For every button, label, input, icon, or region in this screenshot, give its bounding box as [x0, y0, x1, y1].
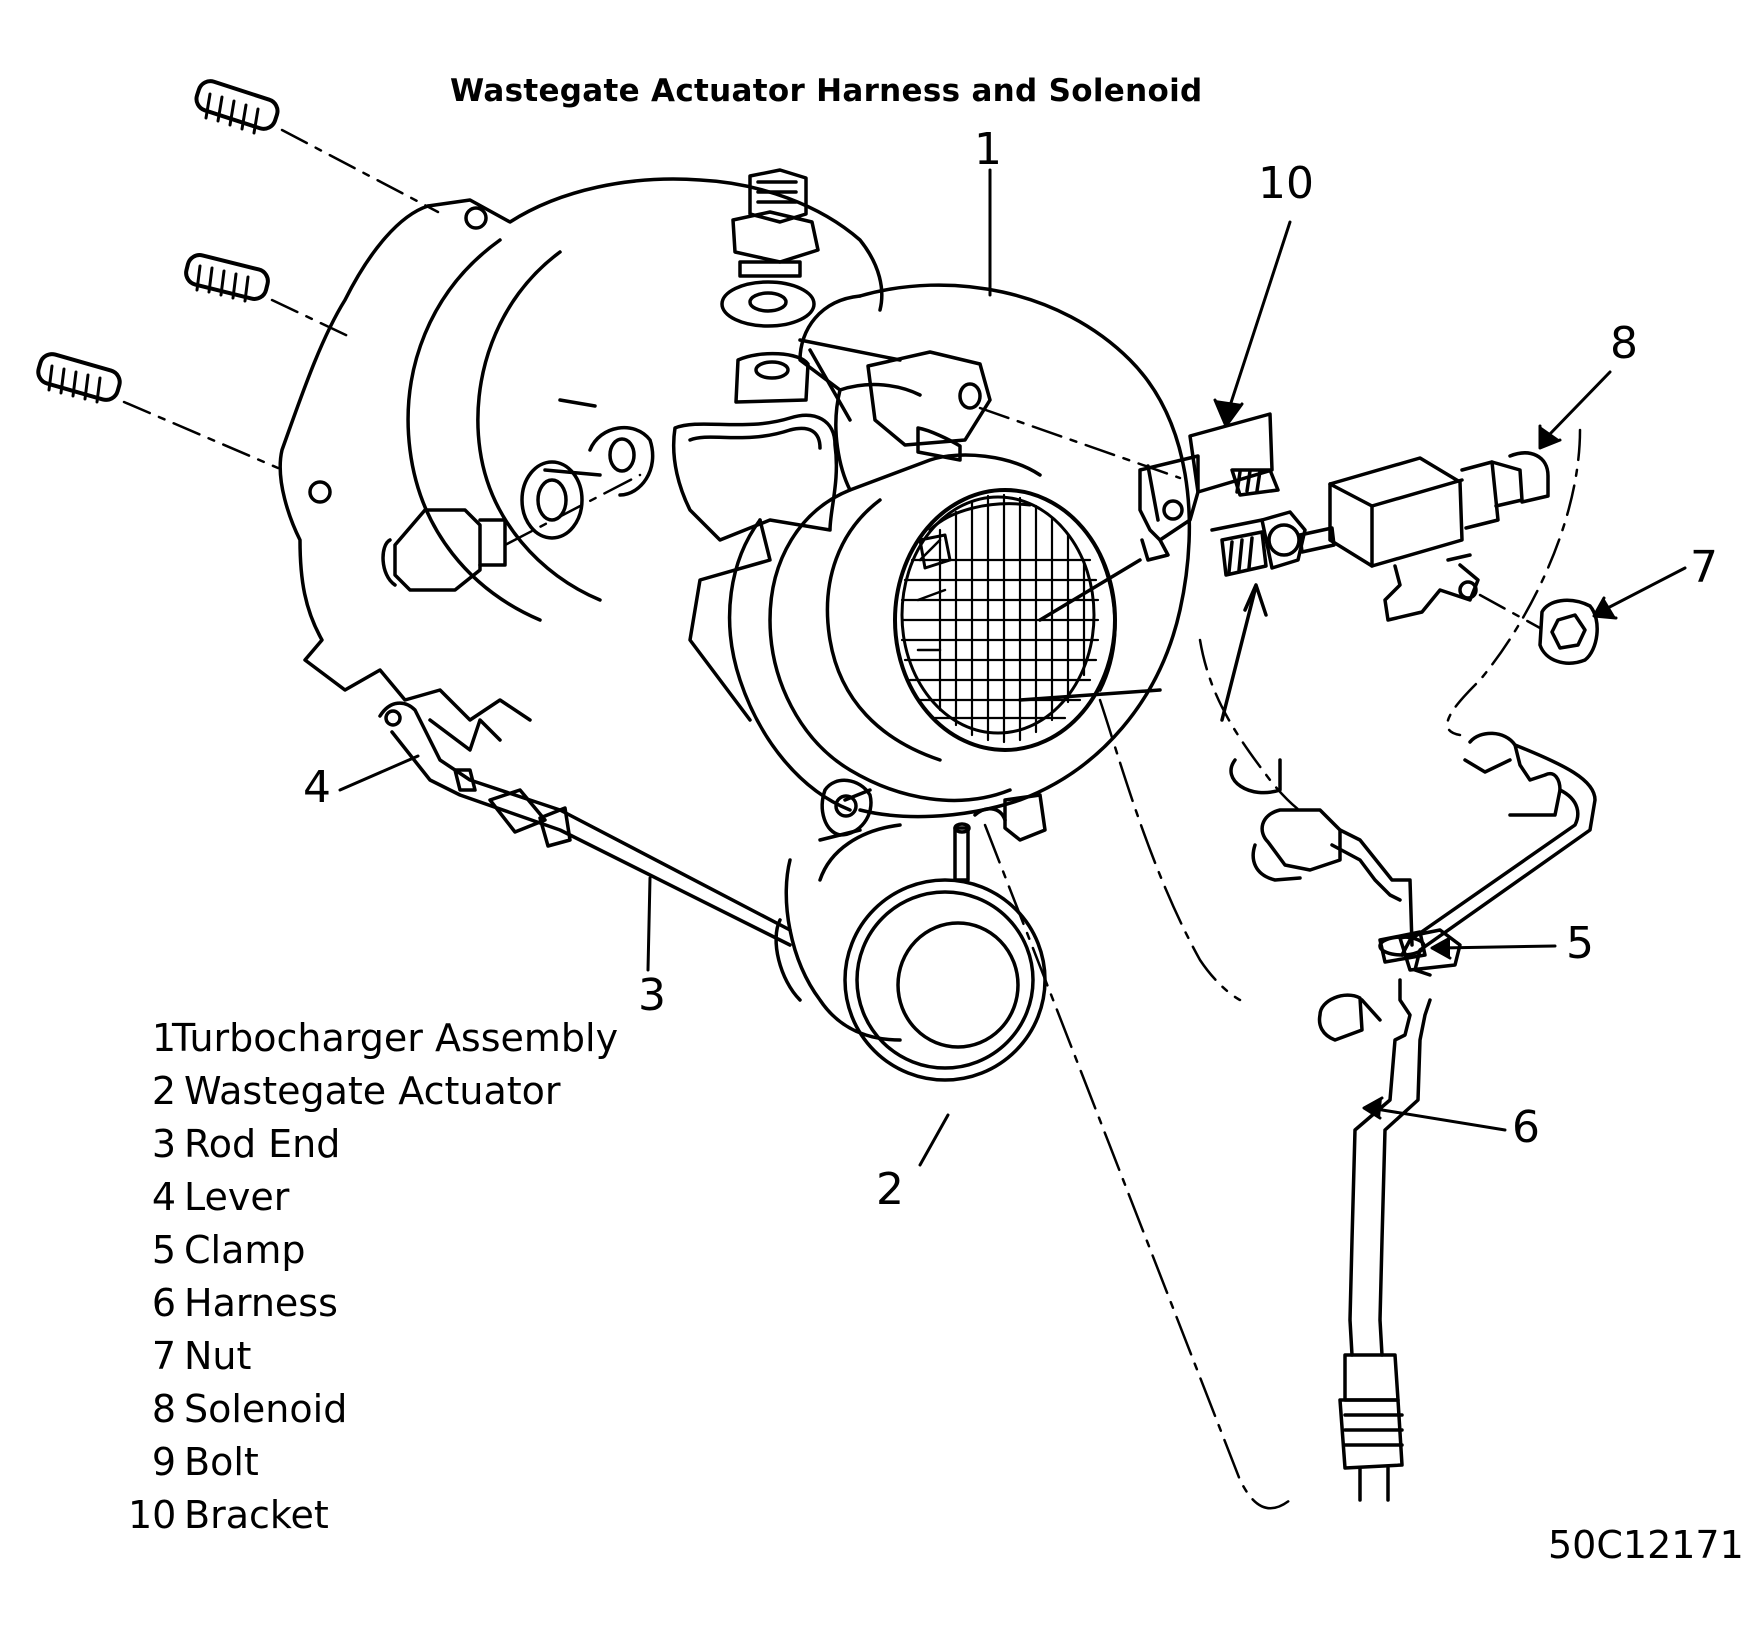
legend-number: 2 — [151, 1069, 176, 1113]
clamp — [1380, 932, 1425, 962]
oil-outlet-fitting — [383, 428, 653, 590]
leader-10 — [1226, 222, 1290, 418]
center-line-inlet — [1100, 700, 1240, 1000]
inlet-screen — [895, 490, 1115, 750]
legend-label: Solenoid — [184, 1387, 348, 1431]
housing-bolts — [822, 780, 1045, 840]
leader-2 — [920, 1115, 948, 1165]
center-housing-flange — [674, 415, 837, 720]
legend-number: 5 — [151, 1228, 176, 1272]
arrowhead-5 — [1432, 938, 1450, 958]
oil-fitting — [722, 170, 818, 402]
stud-bottom — [35, 351, 278, 468]
screen-mesh — [902, 495, 1098, 742]
figure-code: 50C12171 — [1548, 1523, 1744, 1567]
legend-label: Rod End — [184, 1122, 341, 1166]
callout-10: 10 — [1258, 158, 1314, 209]
leader-5 — [1440, 946, 1555, 948]
legend-number: 9 — [151, 1440, 176, 1484]
legend-number: 8 — [151, 1387, 176, 1431]
legend-number: 1 — [151, 1016, 176, 1060]
center-line-connector — [1200, 640, 1305, 815]
arrowhead-7 — [1594, 598, 1616, 618]
leader-lines — [340, 170, 1685, 1165]
mounting-studs — [35, 78, 438, 468]
leader-6 — [1370, 1108, 1505, 1130]
callout-6: 6 — [1512, 1102, 1540, 1153]
callout-7: 7 — [1690, 542, 1718, 593]
leader-8 — [1548, 372, 1610, 436]
center-line-solenoid — [1447, 430, 1580, 735]
housing-boss — [868, 352, 1180, 478]
callout-4: 4 — [303, 762, 331, 813]
bracket — [1140, 414, 1272, 560]
legend-label: Wastegate Actuator — [184, 1069, 561, 1113]
legend-label: Lever — [184, 1175, 290, 1219]
stud-top — [193, 78, 438, 212]
compressor-housing — [730, 285, 1190, 817]
arrowhead-6 — [1364, 1098, 1382, 1118]
callout-3: 3 — [638, 970, 666, 1021]
callout-2: 2 — [876, 1164, 904, 1215]
callout-8: 8 — [1610, 318, 1638, 369]
legend-label: Harness — [184, 1281, 338, 1325]
callout-5: 5 — [1566, 918, 1594, 969]
legend-label: Nut — [184, 1334, 252, 1378]
arrowhead-10 — [1215, 400, 1242, 426]
legend-label: Bracket — [184, 1493, 329, 1537]
solenoid — [1231, 453, 1548, 793]
leader-7 — [1600, 568, 1685, 612]
wastegate-actuator — [776, 790, 1045, 1080]
diagram-title: Wastegate Actuator Harness and Solenoid — [450, 73, 1203, 109]
nut — [1480, 595, 1597, 663]
stud-middle — [184, 253, 348, 336]
legend-number: 7 — [151, 1334, 176, 1378]
arrowhead-8 — [1540, 426, 1560, 448]
harness — [1253, 733, 1595, 1500]
legend-number: 3 — [151, 1122, 176, 1166]
callout-1: 1 — [974, 124, 1002, 175]
legend-label: Turbocharger Assembly — [172, 1016, 619, 1060]
legend-number: 10 — [128, 1493, 177, 1537]
leader-3 — [648, 878, 650, 970]
legend-label: Bolt — [184, 1440, 259, 1484]
center-line-actuator — [985, 825, 1290, 1508]
actuator-rod — [380, 703, 790, 945]
bolts — [1212, 470, 1305, 720]
legend-label: Clamp — [184, 1228, 306, 1272]
legend-number: 4 — [151, 1175, 176, 1219]
legend-number: 6 — [151, 1281, 176, 1325]
turbine-housing — [280, 179, 882, 720]
leader-4 — [340, 756, 418, 790]
